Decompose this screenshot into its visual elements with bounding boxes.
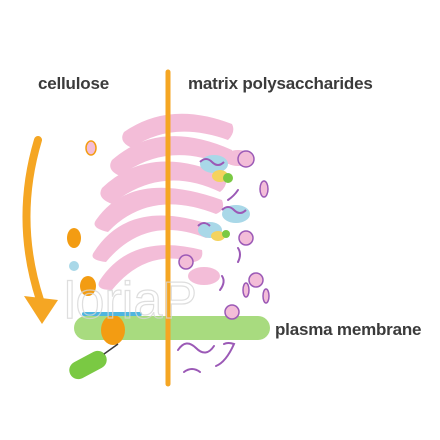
cellulose-microfibril [69, 343, 119, 380]
plasma-membrane-label: plasma membrane [275, 320, 422, 339]
cellulose-synthase [67, 140, 125, 345]
cellulose-label: cellulose [38, 74, 109, 93]
golgi-cisterna-2 [110, 136, 233, 176]
cargo-cluster [197, 205, 250, 241]
golgi-stack [92, 113, 252, 290]
secretory-vesicles [178, 150, 270, 320]
cellulose-pathway-arrow [22, 136, 58, 324]
golgi-cisterna-4 [94, 187, 224, 232]
cargo-cluster [199, 155, 233, 183]
polysaccharide-strands [177, 189, 241, 373]
golgi-vesicle [188, 267, 220, 285]
watermark: loriaP [64, 272, 197, 330]
membrane-protein [82, 312, 142, 316]
golgi-cisterna-6 [98, 245, 203, 290]
golgi-cisterna-5 [92, 215, 215, 262]
golgi-cisterna-1 [122, 113, 234, 148]
matrix-polysaccharides-label: matrix polysaccharides [188, 74, 373, 93]
golgi-cisterna-3 [100, 161, 227, 204]
